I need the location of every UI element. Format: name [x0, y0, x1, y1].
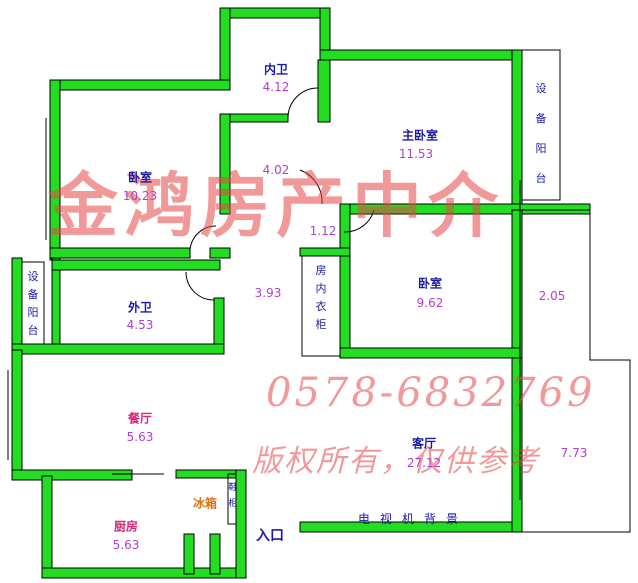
- cabinet-label: 鞋柜: [228, 483, 238, 509]
- outer-bath-area: 4.53: [126, 318, 154, 332]
- wall-segment: [339, 347, 521, 359]
- fixture: [209, 533, 221, 575]
- watermark-copyright: 版权所有，仅供参考: [252, 444, 540, 479]
- corridor2-area: 3.93: [254, 286, 282, 300]
- door-arc: [189, 225, 217, 253]
- wall-segment: [219, 7, 231, 89]
- wall-segment: [51, 259, 221, 271]
- bedroom-right-name: 卧室: [417, 276, 443, 291]
- outer-bath-name: 外卫: [127, 300, 153, 315]
- closet-outline: [301, 255, 341, 357]
- equipment-balcony-right: [521, 49, 561, 201]
- wall-segment: [11, 469, 133, 481]
- door-arc: [299, 169, 323, 205]
- hall-area: 1.12: [309, 224, 337, 238]
- wall-segment: [11, 343, 225, 355]
- wall-segment: [41, 475, 53, 577]
- balcony-area: 2.05: [538, 289, 566, 303]
- door-arc: [343, 209, 375, 233]
- wall-segment: [219, 7, 331, 19]
- wall-segment: [511, 357, 523, 533]
- kitchen-area: 5.63: [112, 538, 140, 552]
- equipment-balcony-right-label: 设备阳台: [535, 82, 547, 185]
- wall-segment: [209, 247, 231, 259]
- watermark-phone: 0578-6832769: [266, 370, 596, 416]
- bedroom-left-name: 卧室: [127, 170, 153, 185]
- fridge-label: 冰箱: [192, 496, 218, 511]
- wall-segment: [49, 79, 231, 91]
- door-arc: [287, 87, 319, 119]
- doors: [112, 87, 521, 500]
- fixture: [183, 533, 195, 575]
- watermark-title: 金鸿房产中介: [48, 164, 504, 247]
- dining-name: 餐厅: [127, 411, 153, 426]
- door-arc: [185, 271, 215, 301]
- tv-wall-label: 电视机背景: [358, 512, 469, 526]
- entrance-label: 入口: [256, 528, 284, 544]
- equipment-balcony-left: [21, 261, 45, 345]
- master-bedroom-name: 主卧室: [401, 128, 439, 143]
- wall-segment: [11, 349, 23, 481]
- corridor-area: 4.02: [262, 163, 290, 177]
- outer-walls: [11, 7, 591, 579]
- equipment-balcony-left-label: 设备阳台: [27, 270, 39, 337]
- walk-in-closet-label: 房内衣柜: [315, 264, 327, 331]
- living-balcony-area: 7.73: [560, 446, 588, 460]
- wall-segment: [219, 113, 231, 215]
- wall-segment: [317, 59, 331, 123]
- wall-segment: [11, 257, 23, 349]
- living-balcony: [522, 209, 631, 533]
- balcony-outlines: [7, 49, 631, 533]
- wall-segment: [51, 257, 61, 351]
- master-bedroom-area: 11.53: [398, 147, 434, 161]
- wall-segment: [319, 49, 521, 61]
- inner-bath-area: 4.12: [262, 80, 290, 94]
- inner-bath-name: 内卫: [263, 62, 289, 77]
- bedroom-left-area: 10.23: [122, 189, 158, 203]
- dining-area: 5.63: [126, 430, 154, 444]
- kitchen-name: 厨房: [113, 519, 139, 534]
- kitchen-fixtures: [183, 533, 221, 575]
- cabinet-outline: [227, 473, 237, 525]
- living-name: 客厅: [411, 436, 437, 451]
- bedroom-right-area: 9.62: [416, 296, 444, 310]
- wall-segment: [49, 247, 191, 259]
- living-area: 27.12: [406, 456, 442, 470]
